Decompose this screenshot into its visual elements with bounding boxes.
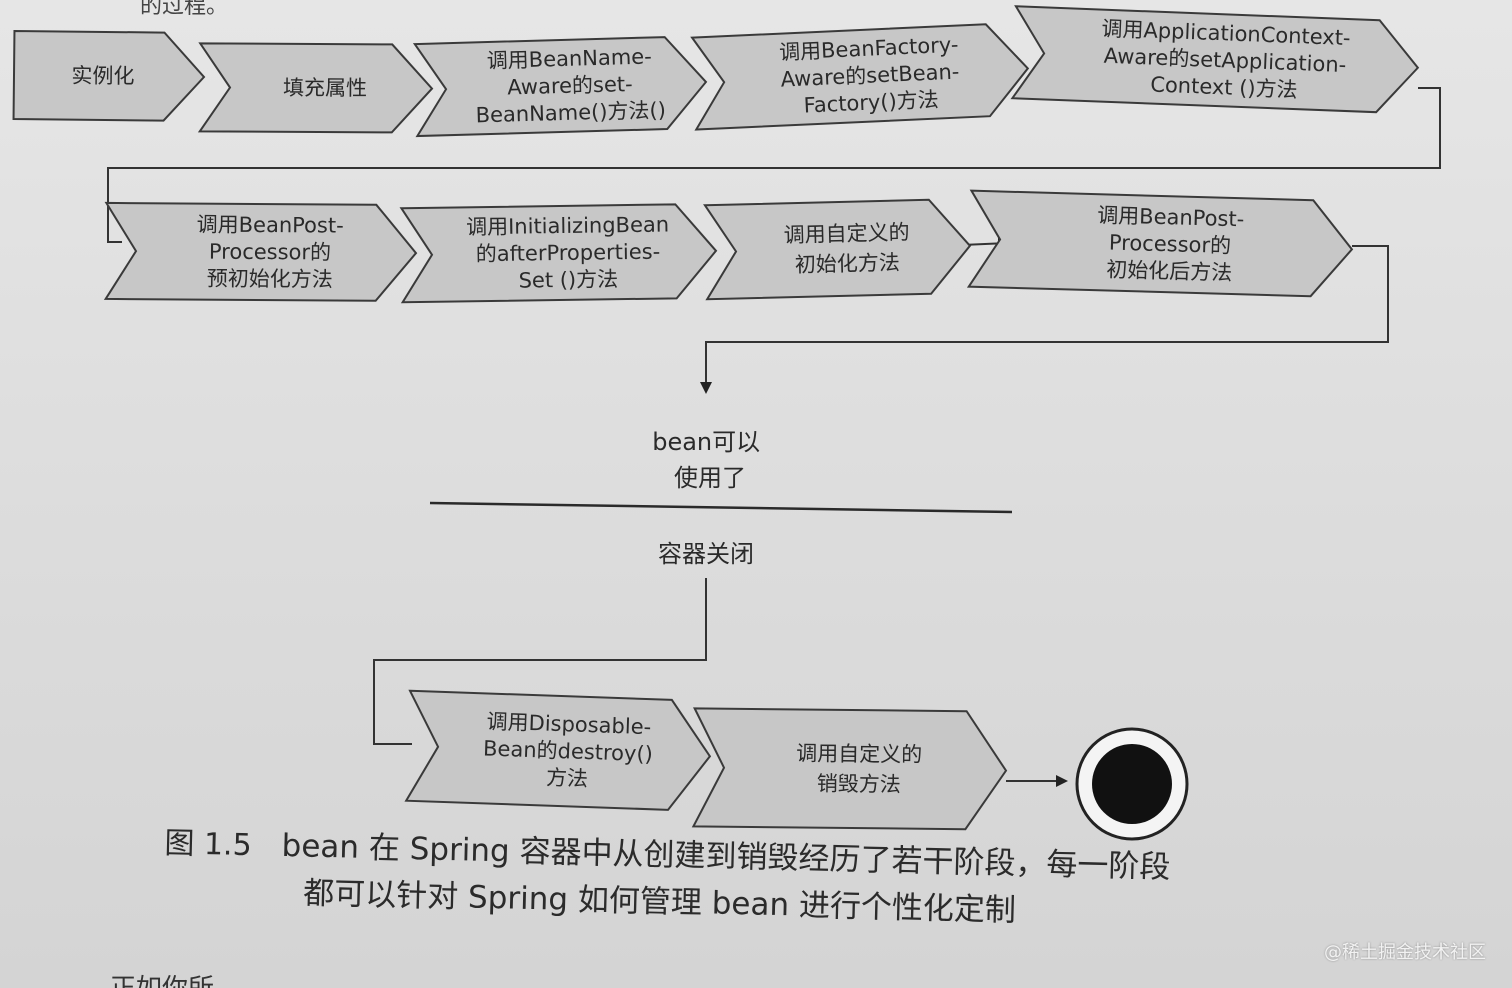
lifecycle-step-label-line: 的afterProperties- xyxy=(476,240,661,267)
lifecycle-step-label: 调用BeanFactory-Aware的setBean-Factory()方法 xyxy=(779,33,962,119)
lifecycle-step-shape xyxy=(103,201,418,302)
container-separator-line xyxy=(429,501,1013,514)
lifecycle-step-label-line: 填充属性 xyxy=(283,76,367,100)
watermark-label: @稀土掘金技术社区 xyxy=(1324,942,1486,963)
bean-ready-label: bean可以 使用了 xyxy=(652,428,768,492)
steps-layer: 实例化 填充属性 调用BeanName-Aware的set-BeanName()方法… xyxy=(12,5,1420,831)
lifecycle-step-label-line: 方法 xyxy=(546,766,589,791)
lifecycle-step-label: 调用InitializingBean的afterProperties-Set (… xyxy=(466,212,670,293)
lifecycle-step-shape xyxy=(197,42,434,134)
lifecycle-step-2: 填充属性 xyxy=(197,42,434,134)
lifecycle-step-1: 实例化 xyxy=(12,29,206,122)
connector-row1-to-row2 xyxy=(107,87,1441,243)
connector-row2-to-ready xyxy=(700,245,1389,394)
lifecycle-step-label-line: 初始化后方法 xyxy=(1106,257,1233,285)
lifecycle-step-shape xyxy=(399,203,718,304)
bean-ready-line-2: 使用了 xyxy=(674,464,746,492)
lifecycle-step-label-line: Set ()方法 xyxy=(518,267,618,292)
lifecycle-step-label: 实例化 xyxy=(71,64,134,89)
lifecycle-step-label-line: Processor的 xyxy=(209,240,331,265)
lifecycle-step-shape xyxy=(412,36,708,138)
lifecycle-step-label-line: 调用BeanName- xyxy=(486,44,652,73)
lifecycle-step-label-line: Bean的destroy() xyxy=(483,736,653,766)
lifecycle-step-label: 调用BeanName-Aware的set-BeanName()方法() xyxy=(474,44,666,127)
lifecycle-step-label-line: 调用自定义的 xyxy=(783,220,910,247)
lifecycle-step-label-line: 调用BeanPost- xyxy=(1097,203,1245,231)
lifecycle-step-label-line: 调用InitializingBean xyxy=(466,212,669,239)
lifecycle-step-label: 调用BeanPost-Processor的预初始化方法 xyxy=(196,213,344,292)
connector-closed-to-row3 xyxy=(373,578,707,745)
bottom-text-fragment: 正如你所 xyxy=(110,968,214,988)
lifecycle-step-3: 调用BeanName-Aware的set-BeanName()方法() xyxy=(412,36,708,138)
lifecycle-step-shape xyxy=(12,29,206,122)
container-closed-label: 容器关闭 xyxy=(658,540,754,568)
lifecycle-step-shape xyxy=(690,23,1030,131)
lifecycle-step-11: 调用自定义的销毁方法 xyxy=(691,707,1008,831)
top-text-fragment: 的过程。 xyxy=(140,0,229,19)
lifecycle-step-label: 填充属性 xyxy=(283,76,367,100)
end-state-dot xyxy=(1092,744,1172,824)
lifecycle-step-10: 调用Disposable-Bean的destroy()方法 xyxy=(404,689,712,811)
lifecycle-step-label: 调用Disposable-Bean的destroy()方法 xyxy=(482,709,654,793)
lifecycle-step-label-line: 预初始化方法 xyxy=(207,267,333,292)
lifecycle-step-6: 调用BeanPost-Processor的预初始化方法 xyxy=(103,201,418,302)
figure-number: 图 1.5 xyxy=(163,825,253,864)
lifecycle-step-4: 调用BeanFactory-Aware的setBean-Factory()方法 xyxy=(690,23,1030,131)
lifecycle-step-label-line: 调用Disposable- xyxy=(486,709,651,739)
lifecycle-step-label: 调用BeanPost-Processor的初始化后方法 xyxy=(1095,203,1244,285)
lifecycle-step-label-line: 调用自定义的 xyxy=(796,741,922,766)
lifecycle-step-label-line: BeanName()方法() xyxy=(475,98,666,127)
lifecycle-step-shape xyxy=(966,189,1354,298)
lifecycle-step-label-line: Processor的 xyxy=(1109,231,1232,258)
lifecycle-step-shape xyxy=(404,689,712,811)
lifecycle-step-5: 调用ApplicationContext-Aware的setApplicatio… xyxy=(1010,5,1420,114)
lifecycle-step-9: 调用BeanPost-Processor的初始化后方法 xyxy=(966,189,1354,298)
lifecycle-step-shape xyxy=(703,198,972,301)
lifecycle-step-shape xyxy=(1010,5,1420,114)
lifecycle-step-label-line: Aware的set- xyxy=(507,72,633,99)
lifecycle-step-shape xyxy=(691,707,1008,831)
lifecycle-step-label-line: 实例化 xyxy=(71,64,134,89)
bean-ready-line-1: bean可以 xyxy=(652,428,760,456)
lifecycle-step-label-line: 销毁方法 xyxy=(817,772,901,797)
lifecycle-step-label-line: Context ()方法 xyxy=(1150,73,1298,103)
lifecycle-step-7: 调用InitializingBean的afterProperties-Set (… xyxy=(399,203,718,304)
lifecycle-step-label: 调用自定义的销毁方法 xyxy=(796,741,923,796)
lifecycle-step-label-line: 初始化方法 xyxy=(795,250,901,277)
lifecycle-step-8: 调用自定义的初始化方法 xyxy=(703,198,972,301)
lifecycle-step-label: 调用自定义的初始化方法 xyxy=(783,220,910,277)
lifecycle-step-label: 调用ApplicationContext-Aware的setApplicatio… xyxy=(1099,17,1351,105)
lifecycle-step-label-line: 调用BeanPost- xyxy=(197,213,344,238)
